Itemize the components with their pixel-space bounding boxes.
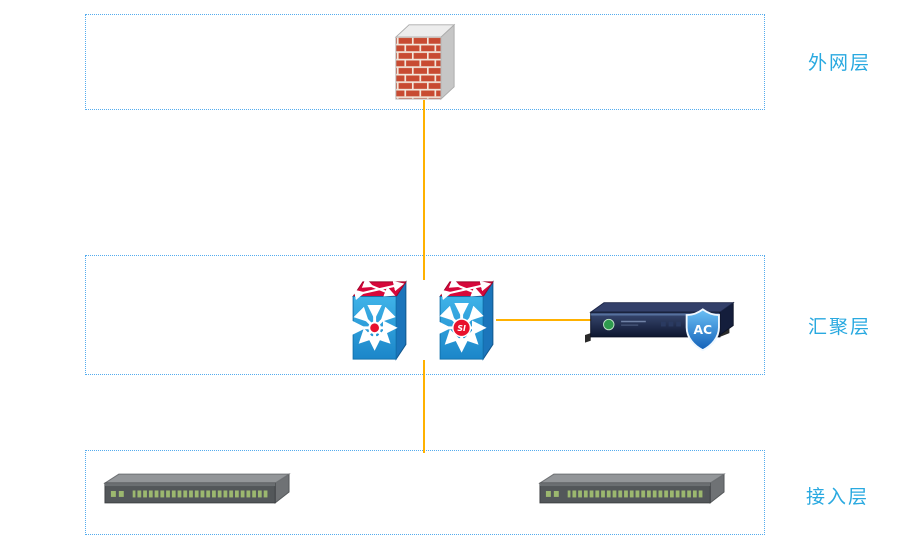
crossing-arrows-icon xyxy=(440,277,492,301)
access-layer-box xyxy=(85,450,765,535)
access-switch-icon[interactable] xyxy=(538,467,726,513)
multilayer-switch-si-icon[interactable]: SI xyxy=(436,277,497,363)
external-layer-label: 外网层 xyxy=(808,52,872,74)
aggregation-layer-box xyxy=(85,255,765,375)
port-row xyxy=(110,490,270,498)
ac-shield-icon: AC xyxy=(685,308,720,352)
port-row xyxy=(545,490,705,498)
link-core-to-access xyxy=(423,360,425,453)
ac-shield-label: AC xyxy=(693,323,712,337)
link-core-to-ac xyxy=(496,319,592,321)
ac-appliance-icon[interactable]: AC xyxy=(585,297,737,354)
access-layer-label: 接入层 xyxy=(806,486,870,508)
aggregation-layer-label: 汇聚层 xyxy=(808,316,872,338)
external-layer-box xyxy=(85,14,765,110)
si-label: SI xyxy=(457,324,466,333)
firewall-icon[interactable] xyxy=(394,21,456,101)
multilayer-switch-icon[interactable] xyxy=(349,277,410,363)
vendor-logo-icon xyxy=(603,318,615,331)
link-firewall-to-core xyxy=(423,100,425,280)
access-switch-icon[interactable] xyxy=(103,467,291,513)
crossing-arrows-icon xyxy=(353,277,405,301)
